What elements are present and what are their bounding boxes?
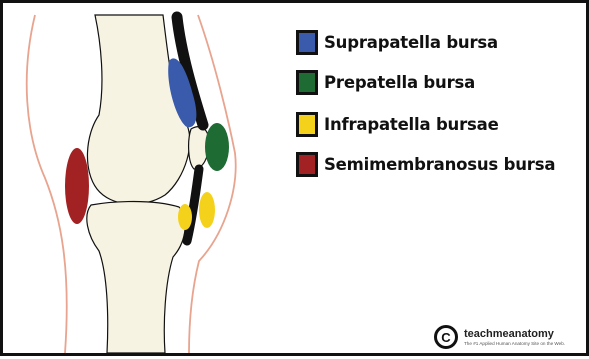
femur-bone bbox=[87, 15, 189, 204]
legend-label: Prepatella bursa bbox=[324, 73, 475, 92]
legend-label: Semimembranosus bursa bbox=[324, 155, 555, 174]
legend-label: Infrapatella bursae bbox=[324, 115, 499, 134]
legend-item: Prepatella bursa bbox=[296, 67, 475, 97]
legend-label: Suprapatella bursa bbox=[324, 33, 498, 52]
legend-swatch bbox=[296, 112, 318, 137]
legend-item: Suprapatella bursa bbox=[296, 27, 498, 57]
infrapatella-bursa-superficial bbox=[199, 192, 215, 228]
copyright-logo-icon: C bbox=[434, 325, 458, 349]
skin-outline-posterior bbox=[27, 15, 67, 353]
tibia-bone bbox=[87, 202, 185, 354]
brand-tagline: The #1 Applied Human Anatomy Site on the… bbox=[464, 340, 565, 347]
legend-item: Semimembranosus bursa bbox=[296, 149, 555, 179]
brand-watermark: C teachmeanatomy The #1 Applied Human An… bbox=[434, 325, 565, 349]
legend-swatch bbox=[296, 70, 318, 95]
legend-swatch bbox=[296, 152, 318, 177]
semimembranosus-bursa bbox=[65, 148, 89, 224]
infrapatella-bursa-deep bbox=[178, 204, 192, 230]
patellar-tendon bbox=[187, 169, 199, 241]
prepatella-bursa bbox=[205, 123, 229, 171]
legend-item: Infrapatella bursae bbox=[296, 109, 499, 139]
legend-swatch bbox=[296, 30, 318, 55]
brand-name: teachmeanatomy bbox=[464, 328, 565, 340]
brand-text: teachmeanatomy The #1 Applied Human Anat… bbox=[464, 328, 565, 347]
